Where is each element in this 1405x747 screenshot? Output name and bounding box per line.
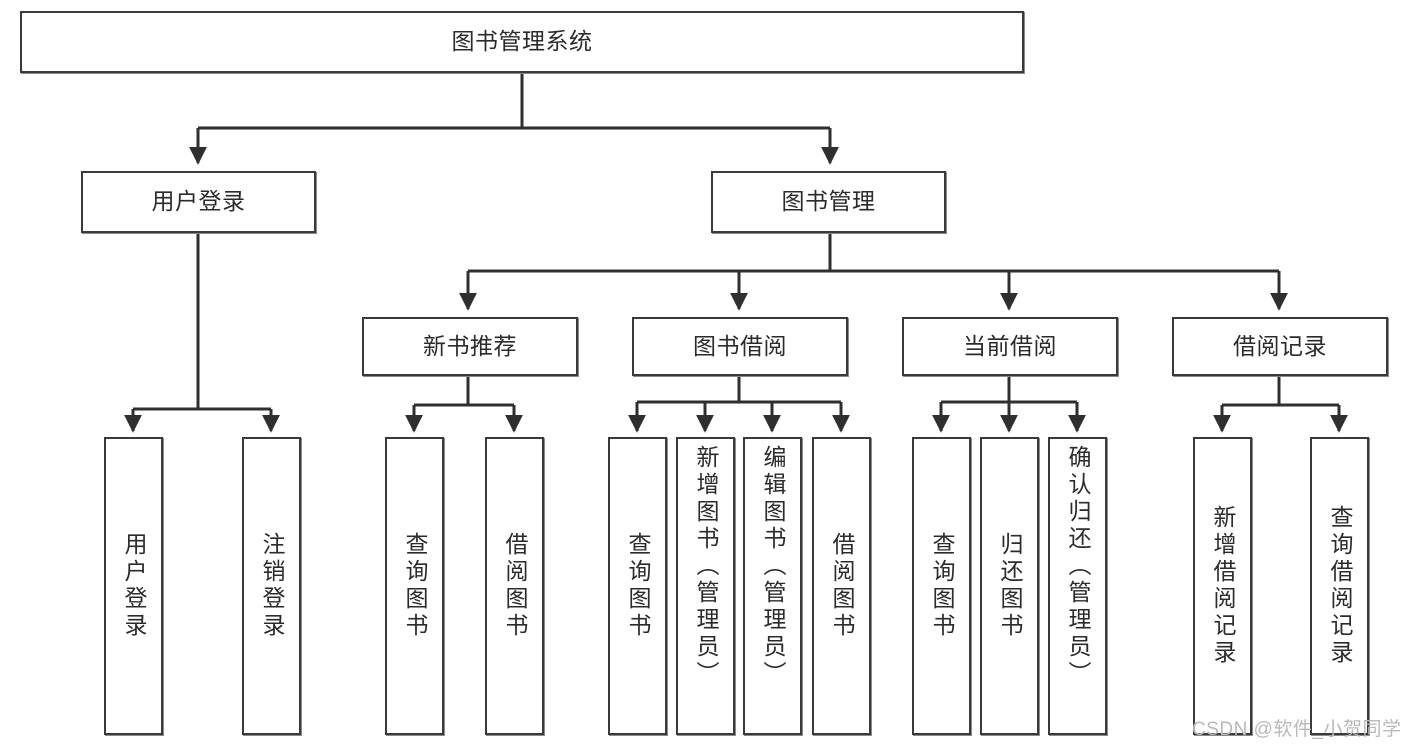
node-user-login[interactable]: 用户登录 bbox=[81, 171, 316, 233]
node-label: 图书管理系统 bbox=[451, 28, 593, 55]
node-label: 新增图书（管理员） bbox=[693, 445, 719, 688]
node-book-borrow[interactable]: 图书借阅 bbox=[632, 317, 848, 376]
node-leaf-currentborrow-confirm-return[interactable]: 确认归还（管理员） bbox=[1048, 437, 1107, 735]
node-borrow-record[interactable]: 借阅记录 bbox=[1172, 317, 1388, 376]
node-leaf-logout[interactable]: 注销登录 bbox=[242, 437, 301, 735]
node-leaf-currentborrow-query-book[interactable]: 查询图书 bbox=[912, 437, 971, 735]
node-leaf-currentborrow-return-book[interactable]: 归还图书 bbox=[980, 437, 1039, 735]
node-label: 归还图书 bbox=[997, 532, 1023, 640]
node-leaf-borrowrecord-query-record[interactable]: 查询借阅记录 bbox=[1310, 437, 1369, 735]
node-leaf-newbook-borrow-book[interactable]: 借阅图书 bbox=[485, 437, 544, 735]
node-leaf-bookborrow-query-book[interactable]: 查询图书 bbox=[608, 437, 667, 735]
node-label: 确认归还（管理员） bbox=[1065, 445, 1091, 688]
csdn-watermark: CSDN @软件_小贺同学 bbox=[1192, 719, 1402, 740]
node-leaf-bookborrow-borrow-book[interactable]: 借阅图书 bbox=[812, 437, 871, 735]
node-book-management[interactable]: 图书管理 bbox=[711, 171, 946, 233]
node-new-book-recommend[interactable]: 新书推荐 bbox=[362, 317, 578, 376]
node-label: 借阅图书 bbox=[502, 532, 528, 640]
node-leaf-bookborrow-add-book[interactable]: 新增图书（管理员） bbox=[676, 437, 735, 735]
node-label: 查询图书 bbox=[625, 532, 651, 640]
node-label: 注销登录 bbox=[259, 532, 285, 640]
node-current-borrow[interactable]: 当前借阅 bbox=[902, 317, 1118, 376]
node-leaf-bookborrow-edit-book[interactable]: 编辑图书（管理员） bbox=[743, 437, 802, 735]
node-leaf-borrowrecord-add-record[interactable]: 新增借阅记录 bbox=[1193, 437, 1252, 735]
node-label: 当前借阅 bbox=[963, 332, 1057, 359]
node-label: 借阅图书 bbox=[829, 532, 855, 640]
node-label: 图书管理 bbox=[781, 188, 876, 215]
node-label: 借阅记录 bbox=[1233, 332, 1327, 359]
node-label: 编辑图书（管理员） bbox=[760, 445, 786, 688]
node-label: 新书推荐 bbox=[423, 332, 517, 359]
node-root-book-management-system[interactable]: 图书管理系统 bbox=[20, 11, 1024, 73]
node-leaf-newbook-query-book[interactable]: 查询图书 bbox=[385, 437, 444, 735]
node-label: 用户登录 bbox=[121, 532, 147, 640]
node-label: 查询借阅记录 bbox=[1327, 505, 1353, 667]
node-leaf-user-login[interactable]: 用户登录 bbox=[104, 437, 163, 735]
node-label: 新增借阅记录 bbox=[1210, 505, 1236, 667]
node-label: 用户登录 bbox=[151, 188, 246, 215]
node-label: 图书借阅 bbox=[693, 332, 787, 359]
node-label: 查询图书 bbox=[402, 532, 428, 640]
node-label: 查询图书 bbox=[929, 532, 955, 640]
